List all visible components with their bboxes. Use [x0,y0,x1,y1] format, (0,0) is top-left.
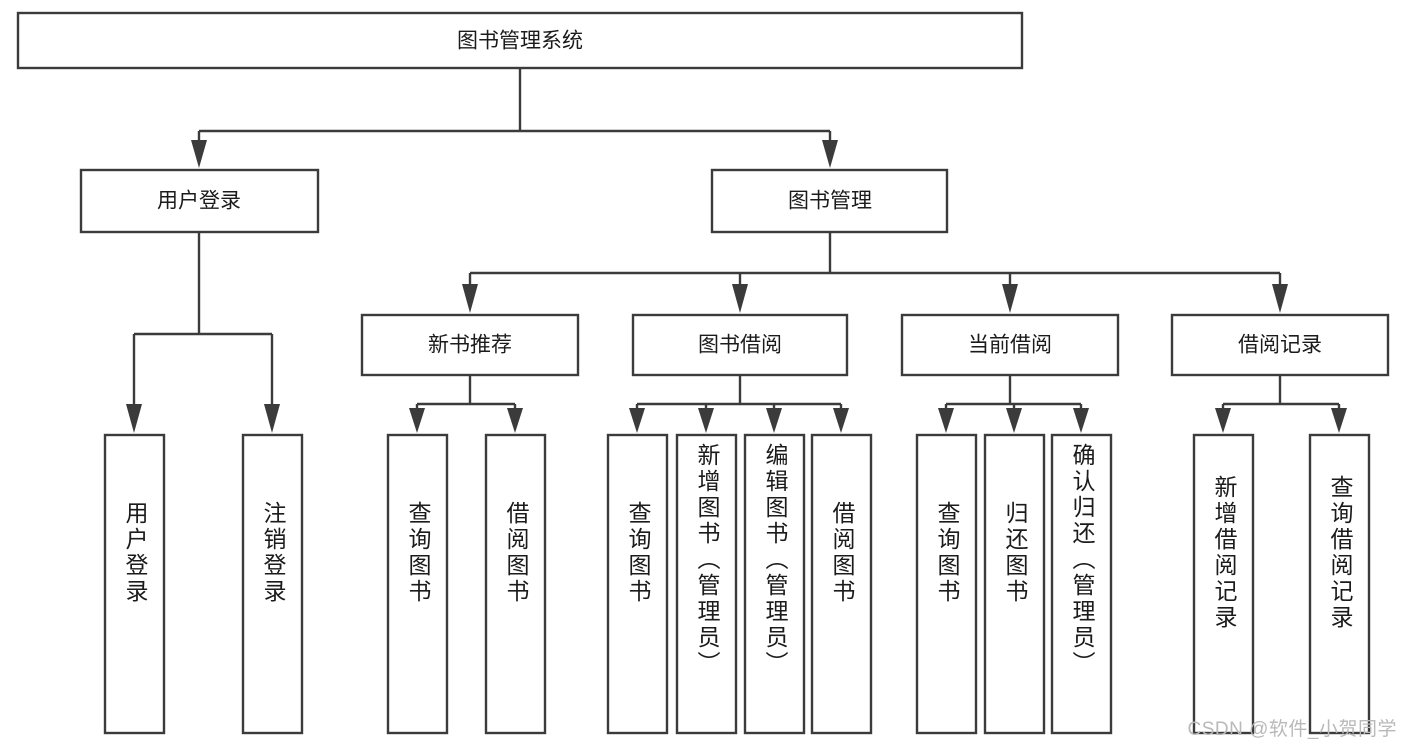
leaf-rect-query-book-3[interactable] [915,433,978,735]
connector-root-to-level2 [191,68,838,168]
leaf-rect-borrow-book-1[interactable] [484,433,547,735]
arrow-head-book-borrow [732,284,748,313]
node-new-book-recommend-label: 新书推荐 [428,334,512,357]
node-root-label: 图书管理系统 [457,30,583,53]
arrow-head-current-borrow [1002,284,1018,313]
leaf-rect-query-record[interactable] [1308,433,1371,735]
arrow-head-leaf-edit-book [766,408,782,433]
arrow-head-book-manage [822,140,838,168]
leaf-rect-query-book-1[interactable] [386,433,449,735]
node-current-borrow[interactable]: 当前借阅 [900,313,1120,377]
leaf-rect-edit-book[interactable] [743,433,806,735]
node-borrow-record-rect[interactable] [1170,313,1390,377]
arrow-head-leaf-add-record [1215,408,1231,433]
node-user-login[interactable]: 用户登录 [79,168,320,234]
leaf-rect-logout[interactable] [241,433,304,735]
arrow-head-leaf-query-record [1331,408,1347,433]
node-borrow-record-label: 借阅记录 [1238,334,1322,357]
leaf-rect-add-record[interactable] [1192,433,1255,735]
arrow-head-leaf-borrow-book-1 [507,408,523,433]
connector-userlogin-to-leaves [126,232,280,433]
csdn-watermark: CSDN @软件_小贺同学 [1187,719,1397,740]
connector-newbook-to-leaves [409,375,523,433]
leaf-rect-borrow-book-2[interactable] [810,433,873,735]
arrow-head-leaf-return-book [1006,408,1022,433]
arrow-head-borrow-record [1272,284,1288,313]
arrow-head-new-book-rec [462,284,478,313]
node-user-login-label: 用户登录 [157,190,241,213]
leaf-rect-add-book[interactable] [675,433,738,735]
node-new-book-recommend[interactable]: 新书推荐 [360,313,580,377]
node-book-management[interactable]: 图书管理 [710,168,949,234]
node-root[interactable]: 图书管理系统 [16,11,1024,70]
connector-borrowrecord-to-leaves [1215,375,1347,433]
connector-currentborrow-to-leaves [938,375,1089,433]
arrow-head-leaf-query-book-3 [938,408,954,433]
node-book-borrow-label: 图书借阅 [698,334,782,357]
arrow-head-leaf-user-login [126,404,142,433]
node-current-borrow-rect[interactable] [900,313,1120,377]
connector-bookborrow-to-leaves [629,375,849,433]
arrow-head-leaf-add-book [698,408,714,433]
arrow-head-leaf-query-book-1 [409,408,425,433]
arrow-head-leaf-logout [264,404,280,433]
connector-bookmanage-to-level3 [462,232,1288,313]
node-book-management-rect[interactable] [710,168,949,234]
node-current-borrow-label: 当前借阅 [968,334,1052,357]
arrow-head-leaf-borrow-book-2 [833,408,849,433]
node-new-book-recommend-rect[interactable] [360,313,580,377]
arrow-head-leaf-query-book-2 [629,408,645,433]
node-book-borrow[interactable]: 图书借阅 [631,313,849,377]
node-book-borrow-rect[interactable] [631,313,849,377]
arrow-head-user-login [191,140,207,168]
leaf-rect-query-book-2[interactable] [606,433,669,735]
leaf-rect-user-login[interactable] [103,433,166,735]
node-book-management-label: 图书管理 [788,190,872,213]
leaf-node-rects [103,433,1371,735]
arrow-head-leaf-confirm-return [1073,408,1089,433]
node-root-rect[interactable] [16,11,1024,70]
leaf-rect-confirm-return[interactable] [1050,433,1113,735]
node-borrow-record[interactable]: 借阅记录 [1170,313,1390,377]
leaf-rect-return-book[interactable] [983,433,1046,735]
